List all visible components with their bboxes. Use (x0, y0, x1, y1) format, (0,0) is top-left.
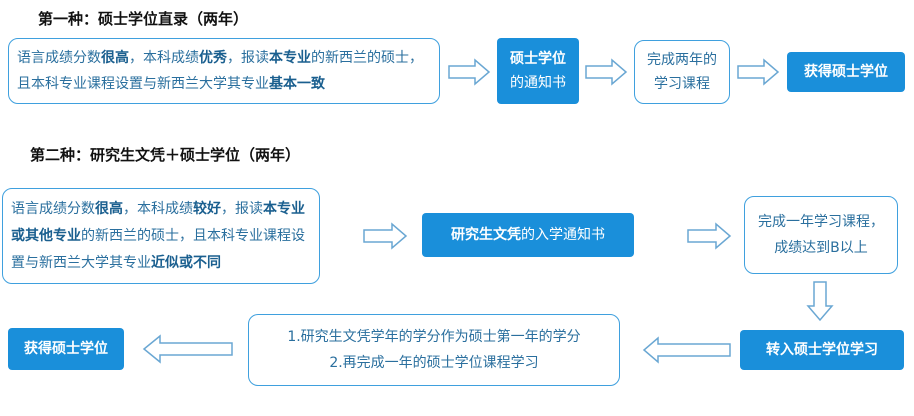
s1-admission-line2: 的通知书 (510, 75, 566, 91)
plain-text: 语言成绩分数 (17, 50, 101, 66)
s2-admission-bold: 研究生文凭 (451, 227, 521, 243)
arrow-right-icon (737, 58, 780, 86)
emphasis-text: 基本一致 (269, 76, 325, 92)
arrow-right-icon (448, 58, 491, 86)
plain-text: ，本科成绩 (123, 200, 193, 217)
s1-complete-line1: 完成两年的 (647, 52, 717, 68)
arrow-right-icon (363, 222, 408, 250)
s2-admission-letter-box: 研究生文凭的入学通知书 (422, 213, 634, 257)
s2-transfer-master-box: 转入硕士学位学习 (740, 330, 904, 370)
plain-text: 语言成绩分数 (11, 200, 95, 217)
emphasis-text: 较好 (193, 200, 221, 217)
arrow-right-icon (687, 222, 732, 250)
section2-title: 第二种：研究生文凭＋硕士学位（两年） (30, 146, 301, 164)
plain-text: ，报读 (227, 50, 269, 66)
arrow-left-icon (642, 336, 731, 364)
section1-title: 第一种：硕士学位直录（两年） (38, 10, 249, 28)
s1-complete-courses-box: 完成两年的 学习课程 (634, 40, 730, 104)
emphasis-text: 本专业 (269, 50, 311, 66)
plain-text: ，本科成绩 (129, 50, 199, 66)
s2-credit-line2: 2.再完成一年的硕士学位课程学习 (329, 355, 539, 371)
s2-credit-line1: 1.研究生文凭学年的学分作为硕士第一年的学分 (287, 329, 581, 345)
s2-admission-rest: 的入学通知书 (521, 227, 605, 243)
emphasis-text: 很高 (95, 200, 123, 217)
s1-admission-line1: 硕士学位 (510, 51, 566, 67)
emphasis-text: 本专业或其他专业 (11, 200, 305, 244)
emphasis-text: 优秀 (199, 50, 227, 66)
s2-requirements-text: 语言成绩分数很高，本科成绩较好，报读本专业或其他专业的新西兰的硕士，且本科专业课… (11, 196, 311, 277)
s1-requirements-text: 语言成绩分数很高，本科成绩优秀，报读本专业的新西兰的硕士，且本科专业课程设置与新… (17, 45, 431, 97)
emphasis-text: 近似或不同 (151, 254, 221, 271)
plain-text: ，报读 (221, 200, 263, 217)
s2-first-year-line2: 成绩达到B以上 (774, 240, 868, 256)
s2-requirements-box: 语言成绩分数很高，本科成绩较好，报读本专业或其他专业的新西兰的硕士，且本科专业课… (2, 188, 320, 284)
plain-text: 的新西兰的硕士，且本科专业课程设置与新西兰大学其专业 (11, 227, 305, 271)
s2-first-year-line1: 完成一年学习课程， (758, 214, 884, 230)
s1-complete-line2: 学习课程 (654, 76, 710, 92)
s2-credit-box: 1.研究生文凭学年的学分作为硕士第一年的学分 2.再完成一年的硕士学位课程学习 (248, 314, 620, 386)
s1-master-degree-box: 获得硕士学位 (787, 52, 905, 92)
s2-master-degree-box: 获得硕士学位 (8, 328, 124, 370)
arrow-left-icon (142, 334, 233, 364)
s2-first-year-box: 完成一年学习课程， 成绩达到B以上 (744, 196, 898, 274)
plain-text: 的新西兰的硕士，且本科专业课程设置与新西兰大学其专业 (17, 50, 423, 92)
arrow-right-icon (585, 58, 628, 86)
s1-requirements-box: 语言成绩分数很高，本科成绩优秀，报读本专业的新西兰的硕士，且本科专业课程设置与新… (8, 38, 440, 104)
arrow-down-icon (806, 281, 834, 322)
emphasis-text: 很高 (101, 50, 129, 66)
s1-admission-letter-box: 硕士学位 的通知书 (497, 38, 579, 104)
